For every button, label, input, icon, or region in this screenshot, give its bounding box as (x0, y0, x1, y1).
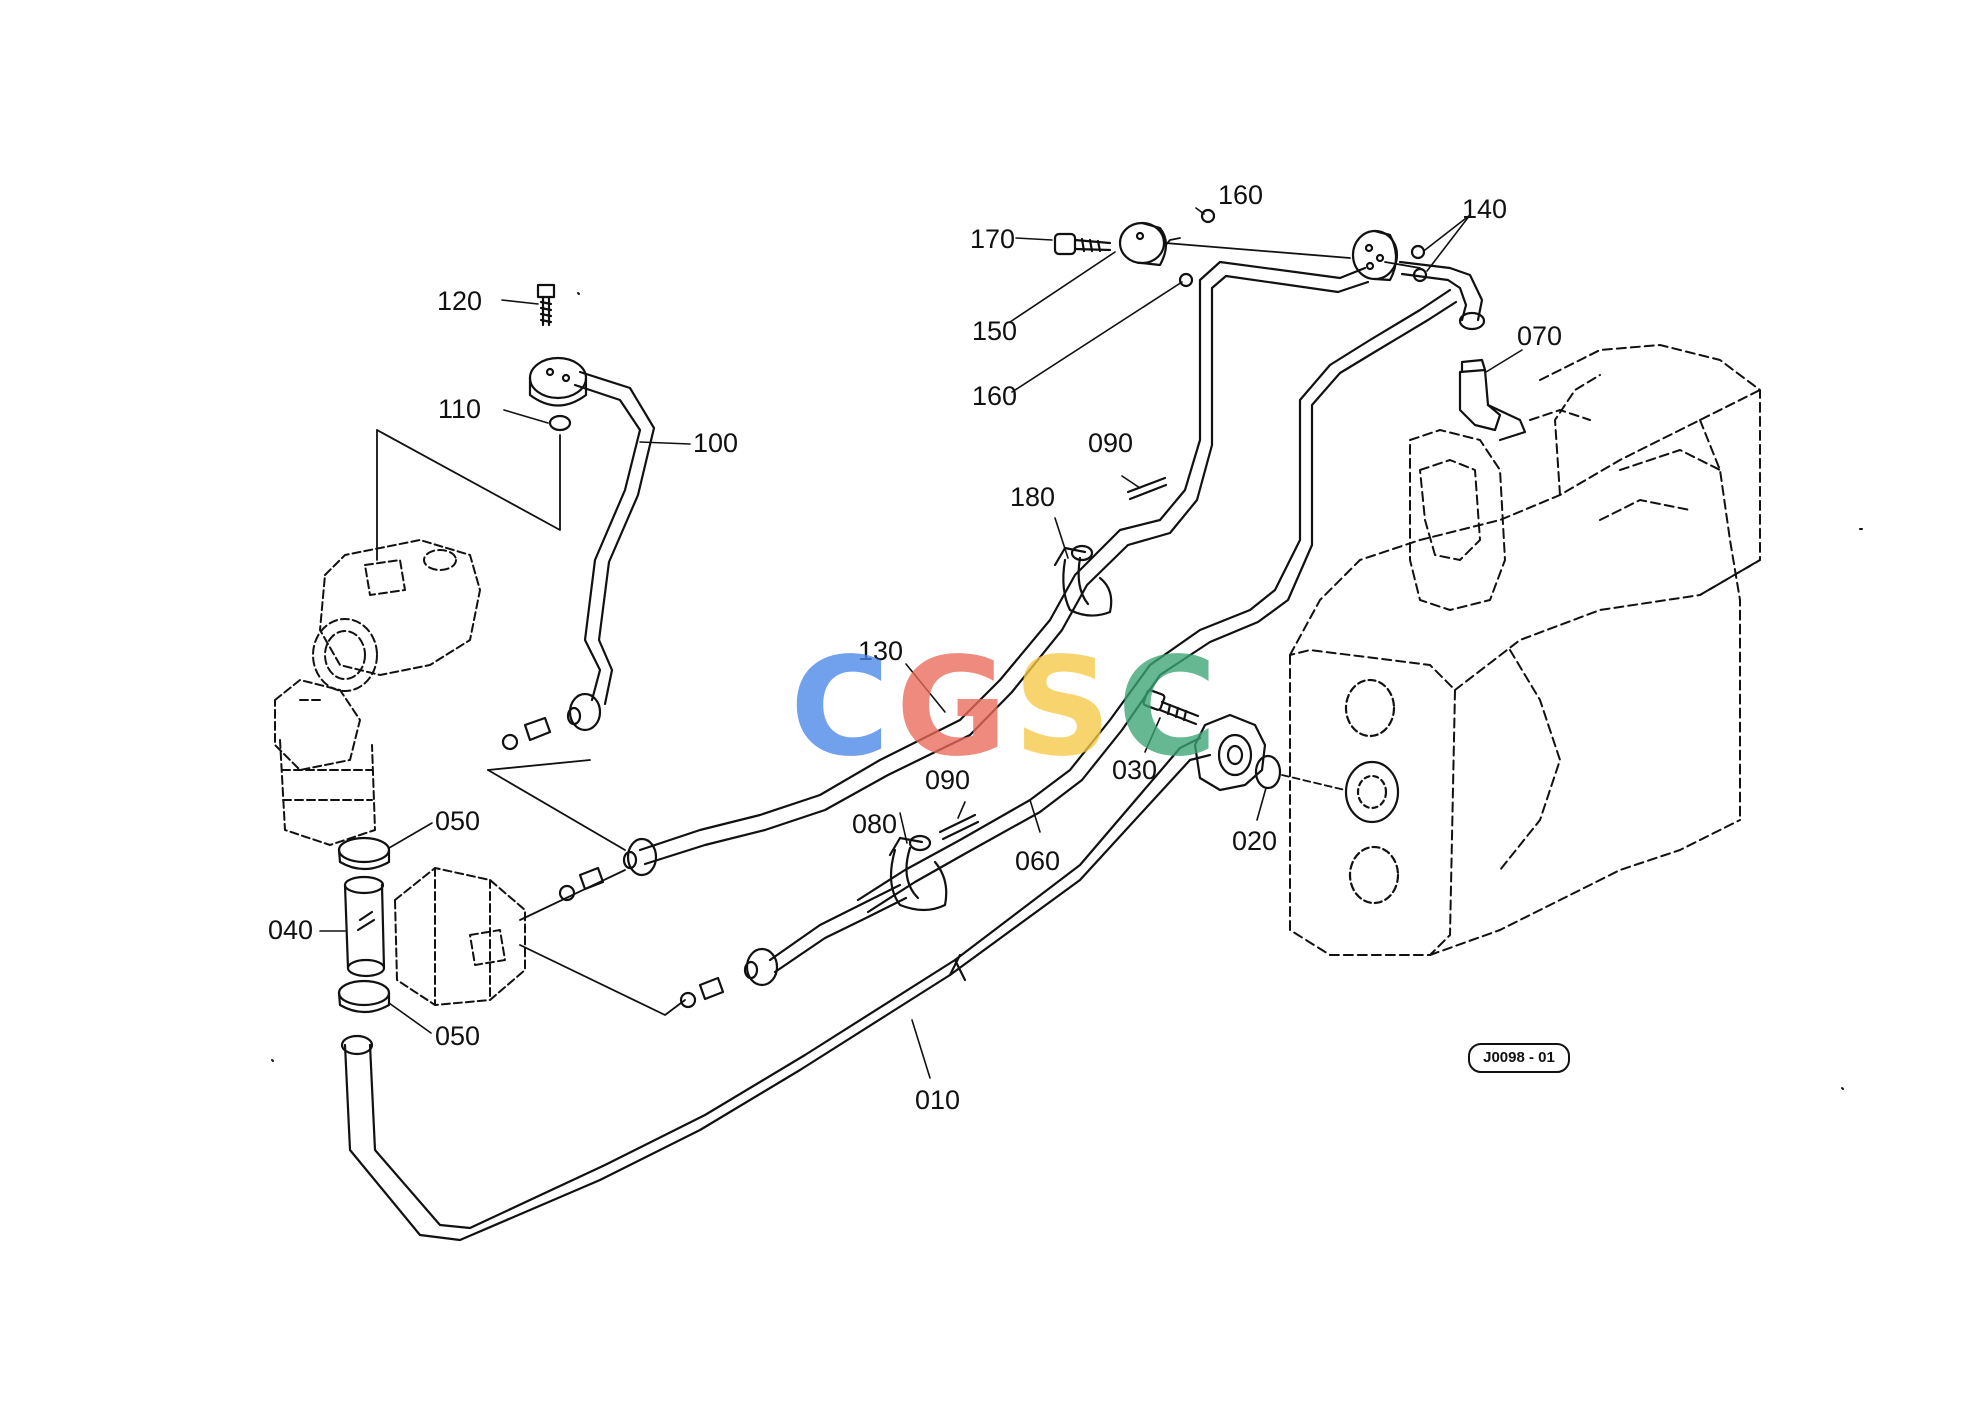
label-part-100: 100 (693, 428, 739, 458)
label-part-140: 140 (1462, 194, 1508, 224)
bolt-170 (1053, 232, 1112, 256)
cotter-pin-090-upper (1126, 476, 1168, 501)
oring-110 (548, 414, 572, 432)
label-part-010: 010 (915, 1085, 961, 1115)
oring-020 (1254, 754, 1282, 790)
label-part-030: 030 (1112, 755, 1158, 785)
fitting-lower (679, 976, 725, 1009)
elbow-pipe-140 (1398, 260, 1486, 331)
tube-100 (573, 370, 656, 706)
lower-return-fitting (743, 947, 779, 987)
label-part-080: 080 (852, 809, 898, 839)
label-part-120: 120 (437, 286, 483, 316)
hose-010-end (340, 1034, 374, 1056)
lower-return-tube (768, 883, 908, 974)
tube-130 (638, 260, 1370, 866)
label-part-170: 170 (970, 224, 1016, 254)
flange-block-100 (528, 356, 588, 407)
watermark-logo: CGSC (790, 640, 1223, 776)
oil-tank (394, 867, 526, 1006)
fitting-middle (558, 866, 605, 902)
clamp-080 (888, 834, 948, 912)
hose-010 (343, 736, 1212, 1242)
label-part-130: 130 (858, 636, 904, 666)
orings-160 (1178, 208, 1216, 288)
label-part-050-lower: 050 (435, 1021, 481, 1051)
steering-unit (274, 539, 481, 846)
label-part-160-lower: 160 (972, 381, 1018, 411)
flange-150 (1118, 221, 1168, 267)
tube-100-fitting (566, 692, 602, 732)
tube-130-fitting (622, 837, 658, 877)
bolt-030 (1142, 689, 1200, 726)
print-specks (271, 292, 1863, 1090)
watermark-letter-4: C (1117, 629, 1224, 787)
housing-port-top (1344, 678, 1396, 738)
flange-140 (1351, 229, 1399, 282)
watermark-letter-1: C (790, 629, 896, 787)
flange-bolt-lines (1164, 237, 1421, 269)
bolt-120 (536, 283, 556, 327)
transmission-housing (1289, 344, 1761, 956)
hose-040 (343, 875, 386, 978)
leader-lines (319, 207, 1523, 1079)
housing-port-middle (1344, 760, 1400, 824)
watermark-letter-3: S (1013, 629, 1118, 787)
watermark-letter-2: G (895, 629, 1014, 787)
label-part-150: 150 (972, 316, 1018, 346)
hose-clamp-050-lower (337, 979, 391, 1014)
hose-clamp-050-upper (337, 836, 391, 871)
label-part-020: 020 (1232, 826, 1278, 856)
fitting-upper-left (501, 716, 552, 751)
steering-bracket-lines (376, 429, 561, 561)
drawing-reference-code: J0098 - 01 (1468, 1043, 1570, 1073)
label-part-060: 060 (1015, 846, 1061, 876)
cotter-pin-090-lower (938, 813, 980, 841)
label-part-160-upper: 160 (1218, 180, 1264, 210)
label-part-110: 110 (438, 394, 482, 424)
label-part-040: 040 (268, 915, 314, 945)
label-part-180: 180 (1010, 482, 1056, 512)
elbow-leader-line (1281, 774, 1346, 791)
label-part-070: 070 (1517, 321, 1563, 351)
label-part-090-lower: 090 (925, 765, 971, 795)
housing-port-bottom (1348, 845, 1400, 905)
tube-060 (856, 288, 1458, 914)
elbow-fitting-070 (1458, 358, 1527, 442)
label-part-050-upper: 050 (435, 806, 481, 836)
oil-tank-leader-lines (487, 759, 686, 1016)
clamp-180 (1053, 544, 1113, 617)
label-part-090-upper: 090 (1088, 428, 1134, 458)
